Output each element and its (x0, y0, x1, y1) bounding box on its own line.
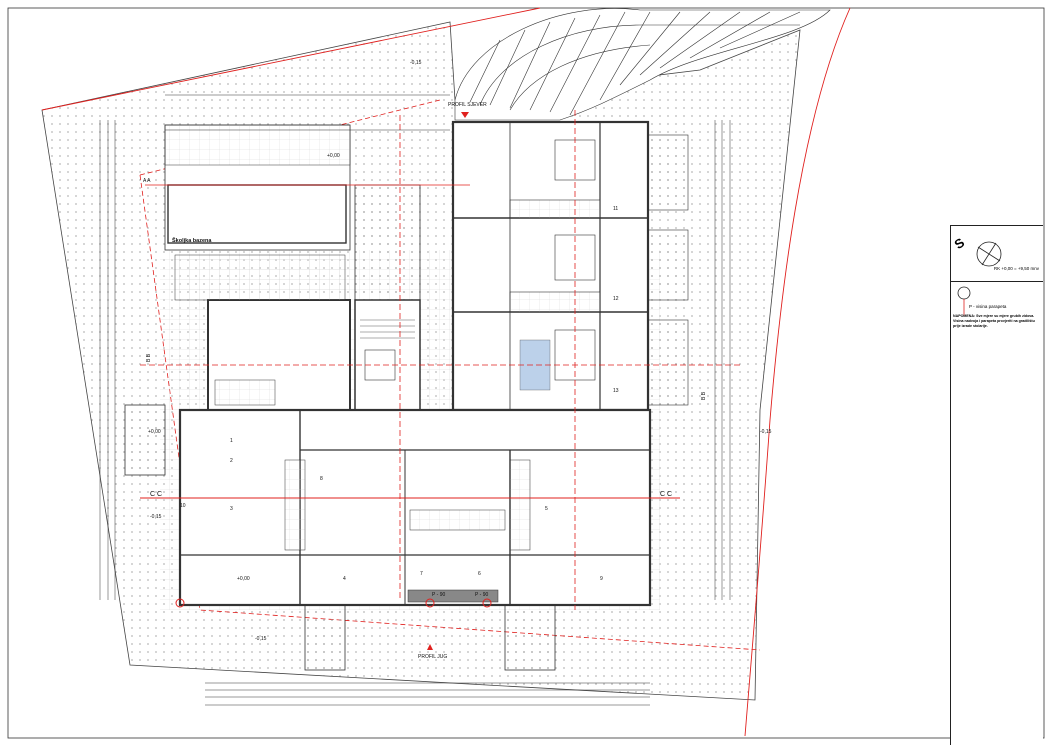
north-block (451, 120, 689, 412)
parapet-mark-1: P - 90 (432, 592, 445, 598)
dimension-lines (99, 94, 731, 706)
profile-south-label: PROFIL JUG (418, 654, 447, 660)
level-reference: RK +0,00 = +9,50 mnv (993, 266, 1039, 271)
room-number: 2 (230, 458, 233, 464)
pool: Školjka bazena (164, 124, 421, 301)
section-lines (140, 110, 740, 610)
room-number: 10 (180, 503, 186, 509)
level-mark: -0,15 (410, 60, 422, 66)
south-block (124, 404, 652, 671)
room-number: 6 (478, 571, 481, 577)
parapet-legend-label: P - visina parapeta (969, 304, 1007, 309)
legend-note: NAPOMENA: Sve mjere su mjere grubih zido… (953, 314, 1035, 328)
section-c-left-label: C C (150, 491, 162, 498)
north-letter: S (951, 234, 968, 253)
section-b-left-label: B B (146, 353, 152, 362)
room-number: 13 (613, 388, 619, 394)
section-b-right-label: B B (701, 391, 707, 400)
room-number: 5 (545, 506, 548, 512)
room-number: 9 (600, 576, 603, 582)
room-number: 8 (320, 476, 323, 482)
room-tags: 1 2 3 4 5 6 7 8 9 10 11 12 13 (180, 206, 619, 582)
property-boundary-left (41, 7, 541, 111)
level-mark: -0,15 (150, 514, 162, 520)
parapet-symbol-icon (957, 286, 971, 316)
west-block (174, 254, 421, 411)
property-boundary-right (744, 7, 851, 737)
room-number: 4 (343, 576, 346, 582)
north-arrow-icon (976, 241, 1002, 267)
room-number: 7 (420, 571, 423, 577)
level-mark: +0,00 (148, 429, 161, 435)
level-mark: +0,00 (237, 576, 250, 582)
section-c-right-label: C C (660, 491, 672, 498)
sheet-frame (7, 7, 1045, 739)
profile-north-marker-icon (461, 112, 469, 118)
section-a-label: A A (143, 178, 151, 184)
level-mark: -0,15 (255, 636, 267, 642)
pool-label: Školjka bazena (172, 236, 212, 244)
room-number: 3 (230, 506, 233, 512)
room-number: 11 (613, 206, 618, 212)
profile-north-label: PROFIL SJEVER (448, 102, 487, 108)
level-mark: -0,15 (760, 429, 772, 435)
legend-panel: S RK +0,00 = +9,50 mnv P - visina parape… (950, 225, 1043, 745)
profile-south-marker-icon (427, 644, 433, 650)
room-number: 12 (613, 296, 619, 302)
parapet-mark-2: P - 90 (475, 592, 488, 598)
level-mark: +0,00 (327, 153, 340, 159)
access-ramp (454, 8, 831, 121)
room-number: 1 (230, 438, 233, 444)
north-arrow-section: S RK +0,00 = +9,50 mnv (951, 226, 1043, 282)
